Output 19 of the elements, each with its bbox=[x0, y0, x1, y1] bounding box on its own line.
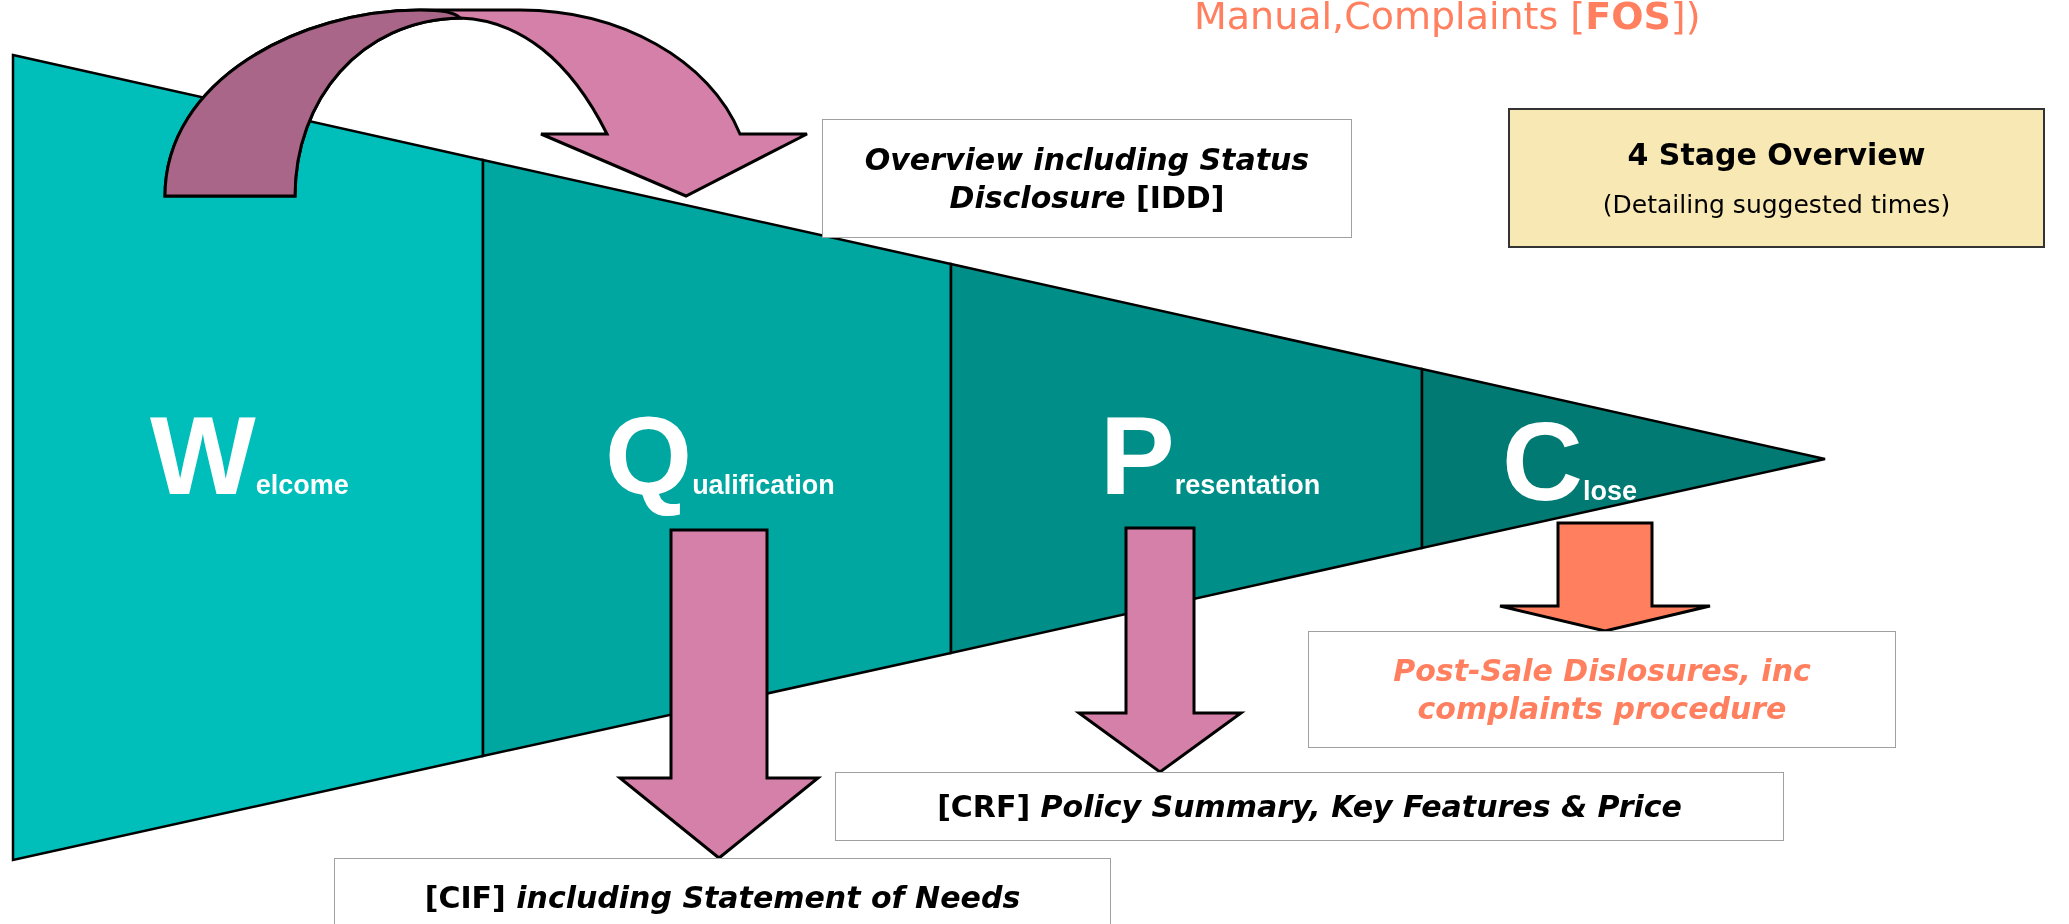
note-box bbox=[334, 858, 1111, 924]
note-text: Overview including Status Disclosure [IDD] bbox=[863, 141, 1311, 216]
note-text: [CRF] Policy Summary, Key Features & Price bbox=[937, 787, 1682, 826]
stage-label: Presentation bbox=[1100, 400, 1321, 512]
note-box bbox=[835, 772, 1784, 841]
block-arrow bbox=[1074, 526, 1246, 774]
note-text: [CIF] including Statement of Needs bbox=[424, 879, 1021, 917]
note-box bbox=[822, 119, 1352, 238]
title-text: 4 Stage Overview bbox=[1627, 137, 1926, 172]
stage-label: Welcome bbox=[150, 400, 349, 512]
note-text: Manual,Complaints [FOS]) bbox=[1194, 0, 1701, 38]
note-box bbox=[1308, 631, 1896, 748]
note-text: Post-Sale Dislosures, inc complaints procedure bbox=[1392, 652, 1812, 727]
subtitle-text: (Detailing suggested times) bbox=[1602, 190, 1951, 219]
curved-arrow bbox=[163, 8, 809, 198]
block-arrow bbox=[1498, 521, 1712, 633]
stage-label: Close bbox=[1502, 406, 1637, 518]
title-box bbox=[1508, 108, 2045, 248]
block-arrow bbox=[615, 528, 823, 860]
